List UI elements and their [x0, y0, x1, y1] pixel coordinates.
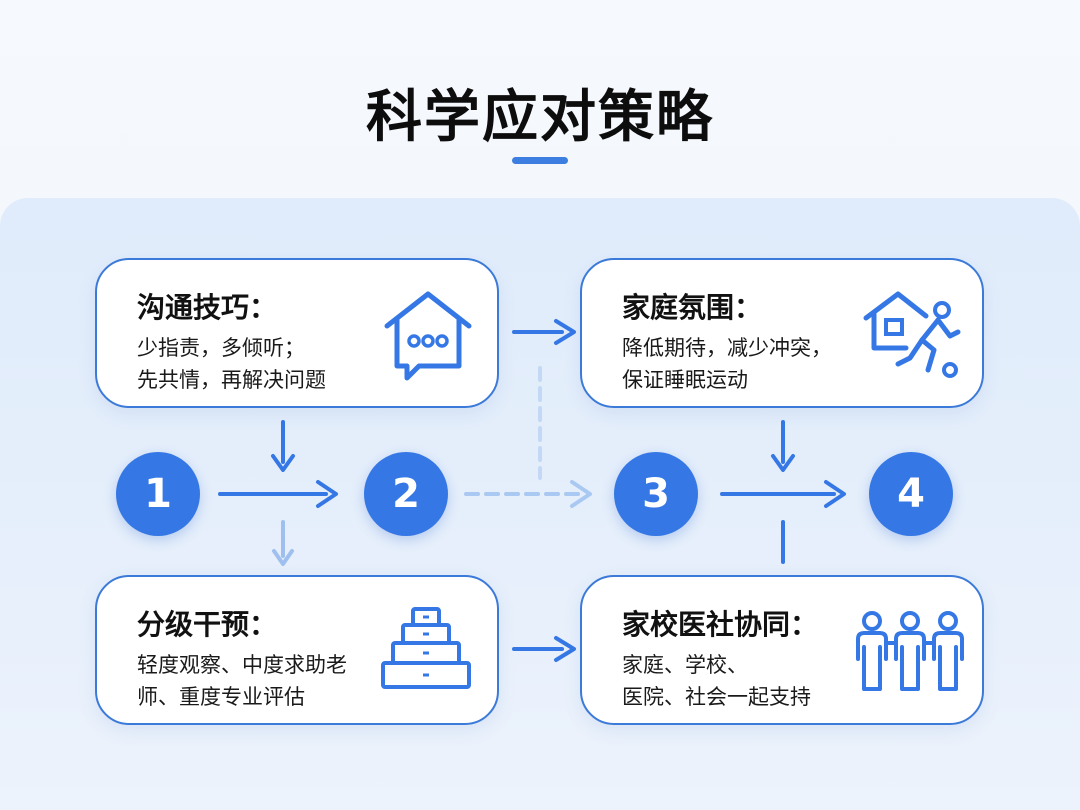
card-title: 分级干预： — [137, 608, 278, 641]
stacked-drawers-icon — [381, 607, 471, 689]
arrow-down-to-intervention — [272, 520, 294, 566]
card-line: 师、重度专业评估 — [137, 685, 305, 709]
page-title: 科学应对策略 — [366, 85, 714, 150]
arrow-intervention-to-collaboration — [512, 636, 576, 662]
card-communication: 沟通技巧： 少指责，多倾听； 先共情，再解决问题 — [95, 258, 499, 408]
card-intervention: 分级干预： 轻度观察、中度求助老 师、重度专业评估 — [95, 575, 499, 725]
arrow-family-down — [771, 420, 795, 472]
card-line: 轻度观察、中度求助老 — [137, 653, 347, 677]
arrow-step2-to-step3 — [464, 480, 592, 508]
card-line: 家庭、学校、 — [622, 653, 748, 677]
step-1-badge: 1 — [116, 452, 200, 536]
card-collaboration: 家校医社协同： 家庭、学校、 医院、社会一起支持 — [580, 575, 984, 725]
arrow-communication-down — [271, 420, 295, 472]
arrow-step3-to-step4 — [720, 480, 846, 508]
group-people-icon — [856, 611, 964, 691]
card-title: 沟通技巧： — [137, 291, 278, 324]
house-chat-icon — [384, 291, 472, 381]
step-4-badge: 4 — [869, 452, 953, 536]
card-title: 家校医社协同： — [622, 608, 819, 641]
card-line: 少指责，多倾听； — [137, 336, 305, 360]
arrow-communication-to-family — [512, 319, 576, 345]
card-line: 保证睡眠运动 — [622, 368, 748, 392]
card-family: 家庭氛围： 降低期待，减少冲突， 保证睡眠运动 — [580, 258, 984, 408]
arrow-step1-to-step2 — [218, 480, 338, 508]
card-line: 降低期待，减少冲突， — [622, 336, 832, 360]
card-title: 家庭氛围： — [622, 291, 763, 324]
title-underline — [512, 157, 568, 164]
card-line: 先共情，再解决问题 — [137, 368, 326, 392]
step-2-badge: 2 — [364, 452, 448, 536]
house-running-person-icon — [863, 291, 961, 378]
card-line: 医院、社会一起支持 — [622, 685, 811, 709]
step-3-badge: 3 — [614, 452, 698, 536]
